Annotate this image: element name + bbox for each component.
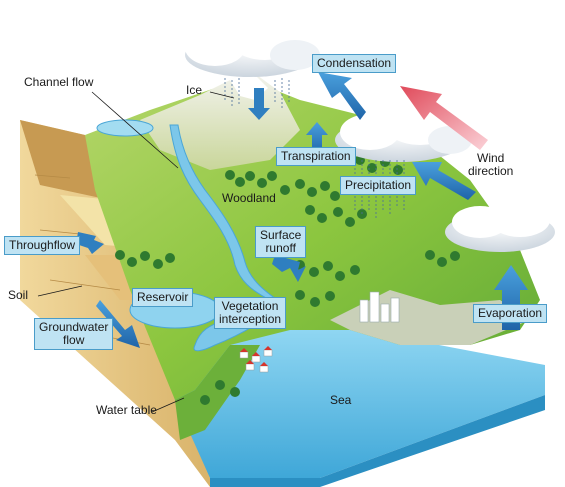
channel-flow-label: Channel flow bbox=[24, 75, 94, 89]
groundwater-flow-label-line2: flow bbox=[63, 333, 85, 347]
forest-trees bbox=[115, 155, 460, 405]
throughflow-label: Throughflow bbox=[4, 236, 81, 255]
surface-runoff-label-line2: runoff bbox=[265, 241, 296, 255]
surface-runoff-label-line1: Surface bbox=[260, 228, 302, 242]
vegetation-interception-label-line2: interception bbox=[219, 312, 282, 326]
surface-runoff-label: Surface runoff bbox=[255, 226, 307, 258]
city-buildings bbox=[359, 291, 400, 323]
precipitation-label: Precipitation bbox=[340, 176, 417, 195]
precipitation-arrow bbox=[412, 162, 476, 200]
wind-direction-label-line1: Wind bbox=[477, 151, 505, 165]
cloud-right bbox=[445, 203, 555, 252]
reservoir-label: Reservoir bbox=[132, 288, 194, 307]
mountain-lake bbox=[96, 119, 154, 137]
evaporation-label: Evaporation bbox=[473, 304, 548, 323]
groundwater-flow-label-line1: Groundwater bbox=[39, 320, 109, 334]
vegetation-interception-label-line1: Vegetation bbox=[221, 299, 279, 313]
condensation-arrow bbox=[318, 72, 366, 120]
village-houses bbox=[239, 346, 273, 373]
groundwater-flow-arrow bbox=[96, 300, 140, 348]
condensation-label: Condensation bbox=[312, 54, 397, 73]
sea-block bbox=[160, 330, 545, 487]
ice-label: Ice bbox=[186, 83, 203, 97]
transpiration-arrow bbox=[306, 122, 328, 155]
throughflow-arrow bbox=[76, 232, 104, 254]
groundwater-flow-label: Groundwater flow bbox=[34, 318, 114, 350]
water-table-label: Water table bbox=[96, 403, 157, 417]
wind-direction-label-line2: direction bbox=[468, 164, 514, 178]
wind-direction-label: Wind direction bbox=[468, 152, 513, 178]
river-channel bbox=[169, 124, 286, 352]
soil-label: Soil bbox=[8, 288, 29, 302]
sea-label: Sea bbox=[330, 393, 352, 407]
wind-direction-arrow bbox=[400, 86, 488, 150]
transpiration-label: Transpiration bbox=[276, 147, 356, 166]
surface-runoff-arrow bbox=[272, 255, 306, 282]
woodland-label: Woodland bbox=[222, 191, 276, 205]
cloud-top bbox=[185, 20, 320, 77]
leader-lines bbox=[37, 91, 235, 413]
ice-fall-arrow bbox=[248, 88, 270, 120]
vegetation-interception-label: Vegetation interception bbox=[214, 297, 287, 329]
